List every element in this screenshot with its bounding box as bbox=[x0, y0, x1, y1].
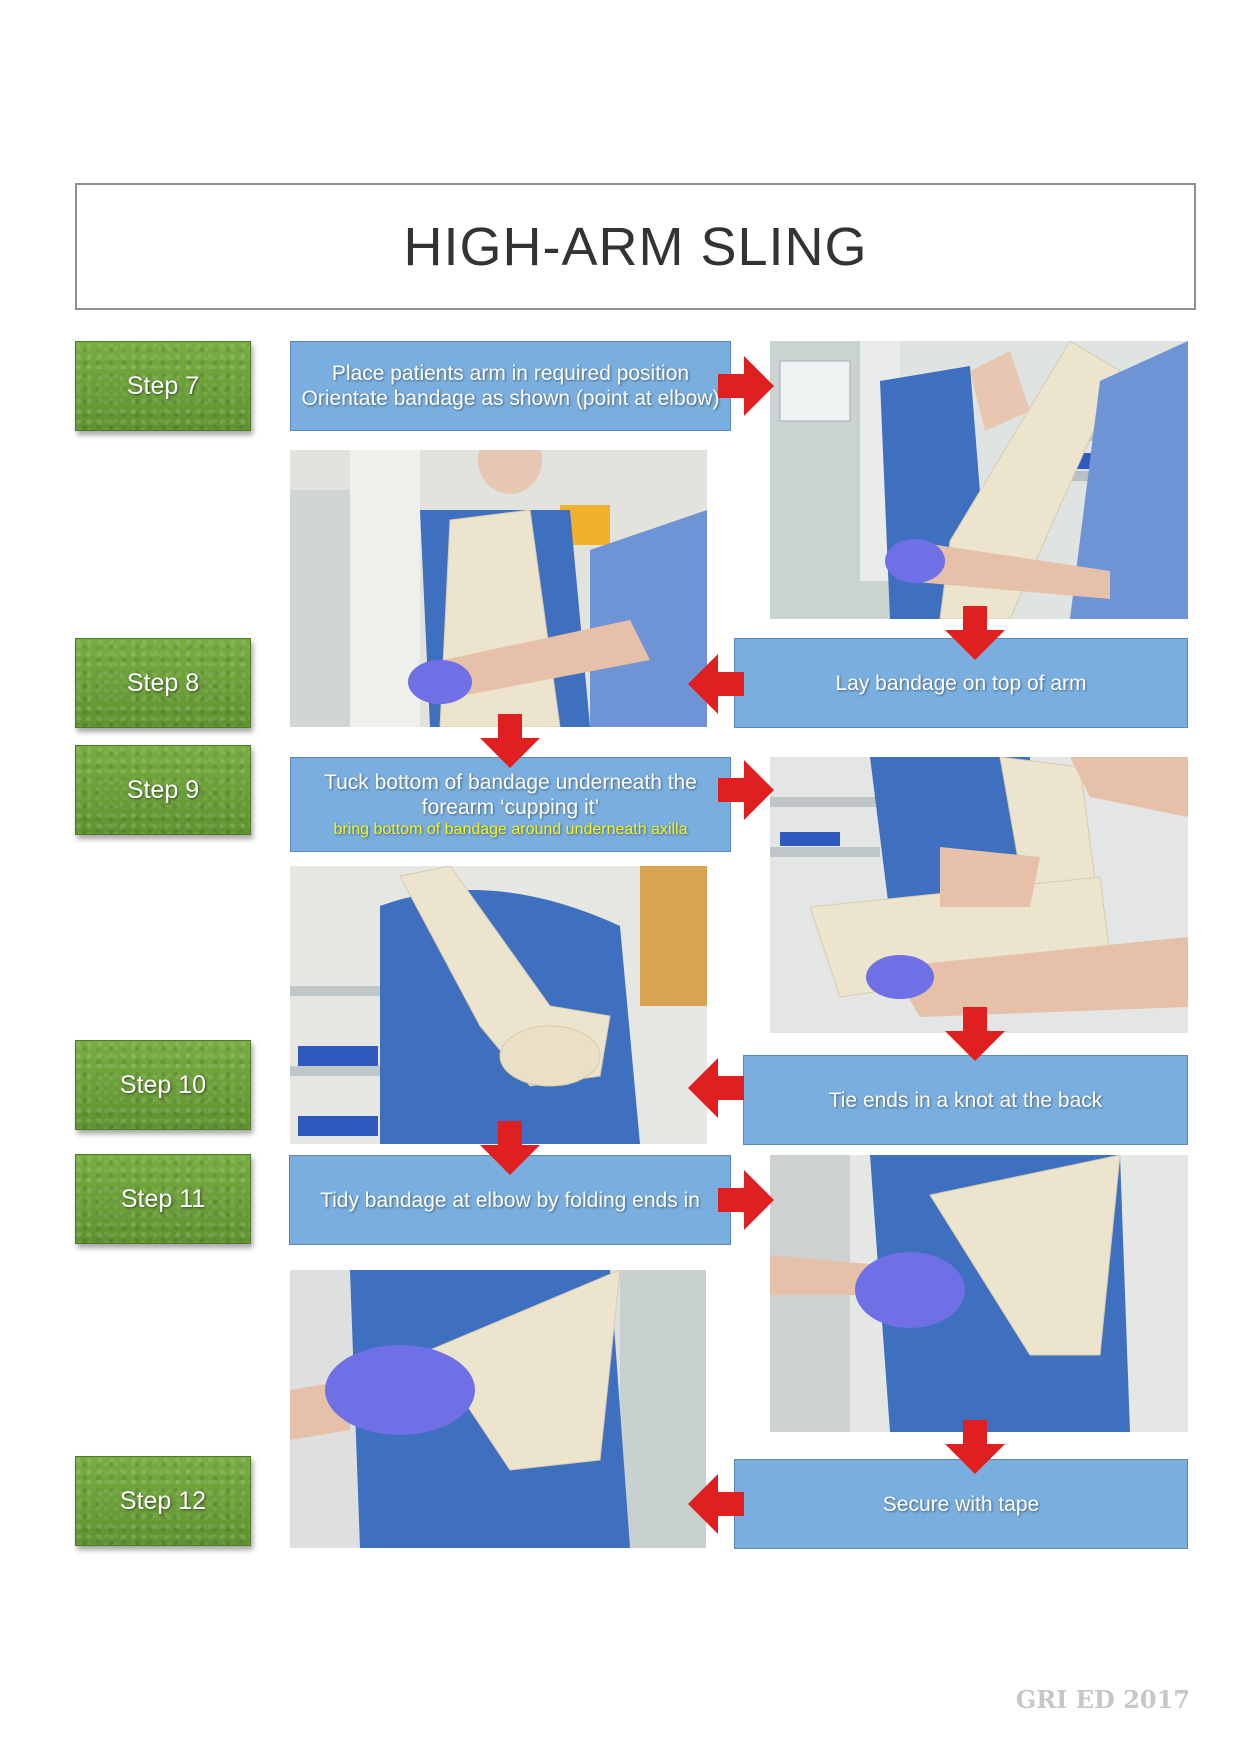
step-10-label: Step 10 bbox=[75, 1040, 251, 1130]
instruction-step-7: Place patients arm in required position … bbox=[290, 341, 731, 431]
instruction-step-10: Tie ends in a knot at the back bbox=[743, 1055, 1188, 1145]
step-9-label: Step 9 bbox=[75, 745, 251, 835]
instruction-step-9-line-2: forearm ‘cupping it’ bbox=[421, 796, 600, 819]
arrow-right-icon bbox=[718, 356, 774, 416]
arrow-down-icon bbox=[480, 1121, 540, 1175]
arrow-down-icon bbox=[945, 1420, 1005, 1474]
photo-step-11 bbox=[770, 1155, 1188, 1432]
photo-step-12 bbox=[290, 1270, 706, 1548]
photo-step-7 bbox=[770, 341, 1188, 619]
arrow-down-icon bbox=[945, 1007, 1005, 1061]
arrow-right-icon bbox=[718, 1170, 774, 1230]
instruction-step-12-text: Secure with tape bbox=[882, 1492, 1040, 1516]
footer-credit: GRI ED 2017 bbox=[1015, 1685, 1190, 1714]
arrow-left-icon bbox=[688, 1058, 744, 1118]
arrow-left-icon bbox=[688, 654, 744, 714]
photo-step-9 bbox=[770, 757, 1188, 1033]
photo-step-8 bbox=[290, 450, 707, 727]
instruction-step-8: Lay bandage on top of arm bbox=[734, 638, 1188, 728]
title-box: HIGH-ARM SLING bbox=[75, 183, 1196, 310]
photo-step-10 bbox=[290, 866, 707, 1144]
instruction-step-7-line-1: Place patients arm in required position bbox=[331, 362, 690, 385]
step-11-label: Step 11 bbox=[75, 1154, 251, 1244]
instruction-step-9-note: bring bottom of bandage around underneat… bbox=[333, 821, 688, 838]
arrow-down-icon bbox=[480, 714, 540, 768]
instruction-step-8-text: Lay bandage on top of arm bbox=[835, 671, 1087, 695]
arrow-down-icon bbox=[945, 606, 1005, 660]
step-12-label: Step 12 bbox=[75, 1456, 251, 1546]
page-title: HIGH-ARM SLING bbox=[403, 216, 868, 277]
arrow-right-icon bbox=[718, 760, 774, 820]
instruction-step-11-text: Tidy bandage at elbow by folding ends in bbox=[320, 1188, 700, 1212]
instruction-step-12: Secure with tape bbox=[734, 1459, 1188, 1549]
instruction-step-7-line-2: Orientate bandage as shown (point at elb… bbox=[301, 387, 720, 410]
instruction-step-11: Tidy bandage at elbow by folding ends in bbox=[289, 1155, 731, 1245]
instruction-step-10-text: Tie ends in a knot at the back bbox=[828, 1088, 1103, 1112]
arrow-left-icon bbox=[688, 1474, 744, 1534]
instruction-step-9-line-1: Tuck bottom of bandage underneath the bbox=[324, 771, 697, 794]
instruction-step-9: Tuck bottom of bandage underneath the fo… bbox=[290, 757, 731, 852]
step-8-label: Step 8 bbox=[75, 638, 251, 728]
step-7-label: Step 7 bbox=[75, 341, 251, 431]
